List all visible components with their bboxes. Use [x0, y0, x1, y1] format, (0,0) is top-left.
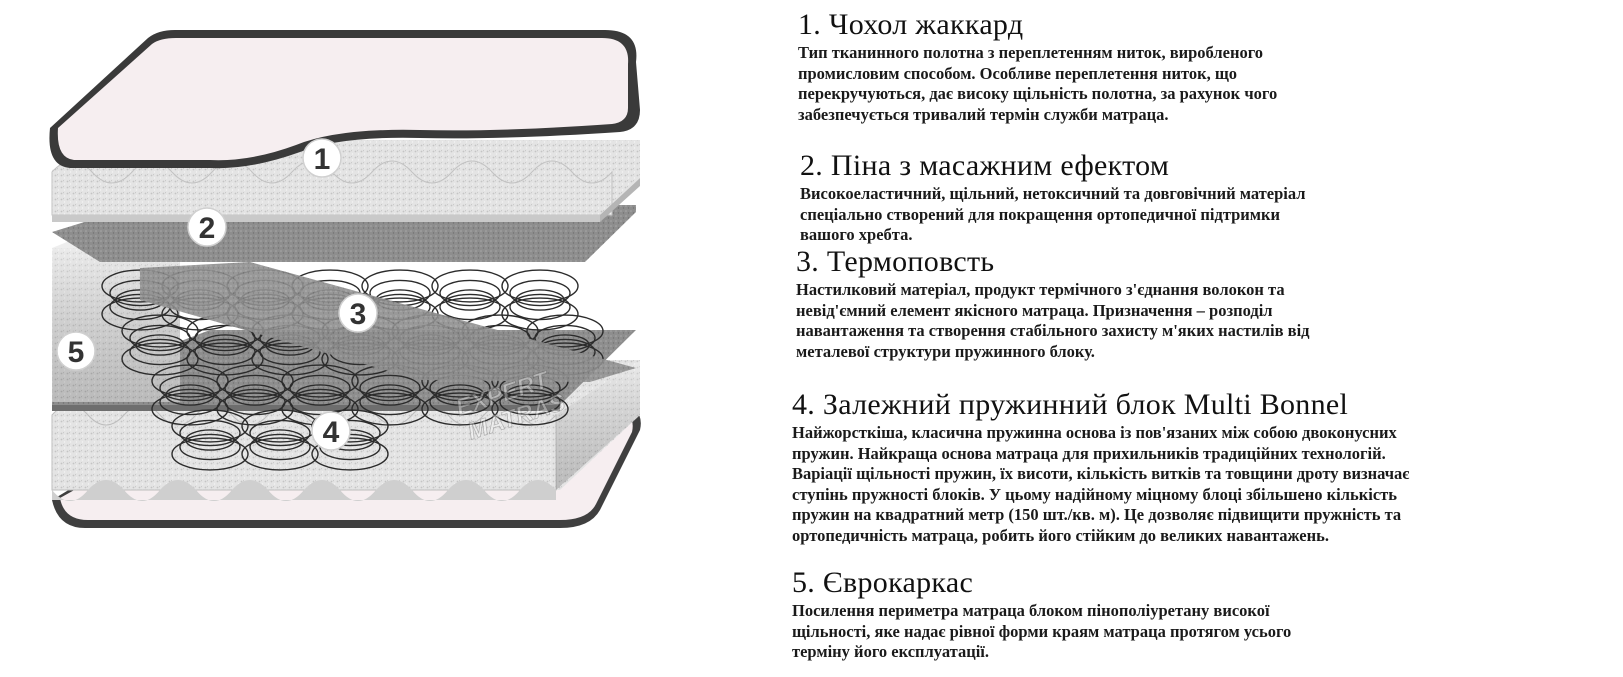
section-eurocarcass: 5. Єврокаркас Посилення периметра матрац… [792, 567, 1592, 663]
section-cover: 1. Чохол жаккард Тип тканинного полотна … [798, 9, 1598, 125]
callout-number-5: 5 [68, 336, 85, 369]
callout-badge-1: 1 [302, 138, 342, 178]
callout-badge-5: 5 [56, 331, 96, 371]
section-body: Посилення периметра матраца блоком піноп… [792, 601, 1292, 661]
callout-badge-3: 3 [338, 293, 378, 333]
section-body: Найжорсткіша, класична пружинна основа і… [792, 423, 1410, 545]
callout-badge-4: 4 [311, 411, 351, 451]
thermofelt-layer [140, 262, 636, 382]
mattress-layers-illustration: EXPERT MATRAS 1 2 3 4 5 [49, 30, 641, 528]
section-title: 1. Чохол жаккард [798, 8, 1024, 41]
spring-coil [421, 364, 499, 426]
spring-coil [351, 364, 429, 426]
callout-number-4: 4 [323, 416, 340, 449]
section-title: 4. Залежний пружинний блок Multi Bonnel [792, 388, 1349, 421]
section-spring-block: 4. Залежний пружинний блок Multi Bonnel … [792, 389, 1612, 546]
section-body: Настилковий матеріал, продукт термічного… [796, 280, 1310, 361]
section-title: 3. Термоповсть [796, 245, 995, 278]
callout-number-2: 2 [199, 212, 216, 245]
section-title: 2. Піна з масажним ефектом [800, 149, 1170, 182]
spring-coil [171, 409, 249, 471]
section-massage-foam: 2. Піна з масажним ефектом Високоеластич… [800, 150, 1600, 246]
callout-number-1: 1 [314, 143, 331, 176]
callout-badge-2: 2 [187, 207, 227, 247]
section-thermofelt: 3. Термоповсть Настилковий матеріал, про… [796, 246, 1596, 362]
section-body: Високоеластичний, щільний, нетоксичний т… [800, 184, 1306, 244]
top-cover-layer [49, 30, 640, 169]
section-body: Тип тканинного полотна з переплетенням н… [798, 43, 1278, 124]
section-title: 5. Єврокаркас [792, 566, 974, 599]
callout-number-3: 3 [350, 298, 367, 331]
